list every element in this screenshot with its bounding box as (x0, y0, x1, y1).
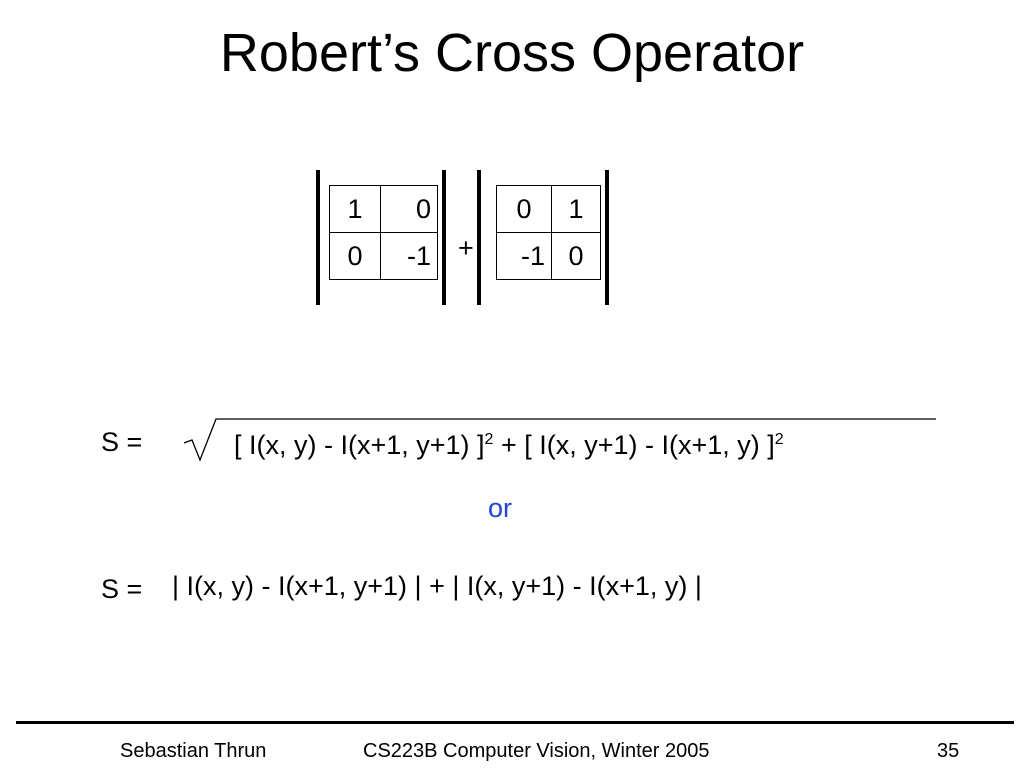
equation2-expression: | I(x, y) - I(x+1, y+1) | + | I(x, y+1) … (172, 571, 702, 601)
abs-bar-left-open (316, 170, 320, 305)
matrix-right: 0 1 -1 0 (496, 185, 601, 280)
matrix-row: 0 1 (496, 185, 601, 233)
equation1-exponent1: 2 (484, 431, 494, 448)
matrix-cell: -1 (380, 232, 438, 280)
plus-sign: + (458, 233, 474, 263)
matrix-cell: -1 (496, 232, 552, 280)
footer-author: Sebastian Thrun (120, 740, 267, 762)
abs-bar-left-close (442, 170, 446, 305)
or-separator: or (487, 493, 512, 523)
footer-page-number: 35 (937, 740, 960, 762)
abs-bar-right-open (477, 170, 481, 305)
equation1-expression: [ I(x, y) - I(x+1, y+1) ]2 + [ I(x, y+1)… (234, 423, 784, 462)
slide-title: Robert’s Cross Operator (219, 23, 805, 83)
equation1-exponent2: 2 (774, 431, 784, 448)
matrix-row: 0 -1 (329, 232, 438, 280)
matrix-left: 1 0 0 -1 (329, 185, 438, 280)
matrix-cell: 0 (551, 232, 601, 280)
matrix-cell: 1 (551, 185, 601, 233)
equation1-label: S = (101, 427, 143, 457)
equation2-label: S = (101, 574, 143, 604)
square-root-icon (183, 418, 936, 462)
matrix-row: -1 0 (496, 232, 601, 280)
matrix-cell: 0 (329, 232, 381, 280)
matrix-cell: 0 (496, 185, 552, 233)
matrix-cell: 0 (380, 185, 438, 233)
footer-divider (16, 721, 1014, 724)
matrix-row: 1 0 (329, 185, 438, 233)
equation1-term1: [ I(x, y) - I(x+1, y+1) ] (234, 430, 485, 460)
equation1-term2: + [ I(x, y+1) - I(x+1, y) ] (493, 430, 775, 460)
footer-course: CS223B Computer Vision, Winter 2005 (363, 740, 710, 762)
abs-bar-right-close (605, 170, 609, 305)
matrix-cell: 1 (329, 185, 381, 233)
